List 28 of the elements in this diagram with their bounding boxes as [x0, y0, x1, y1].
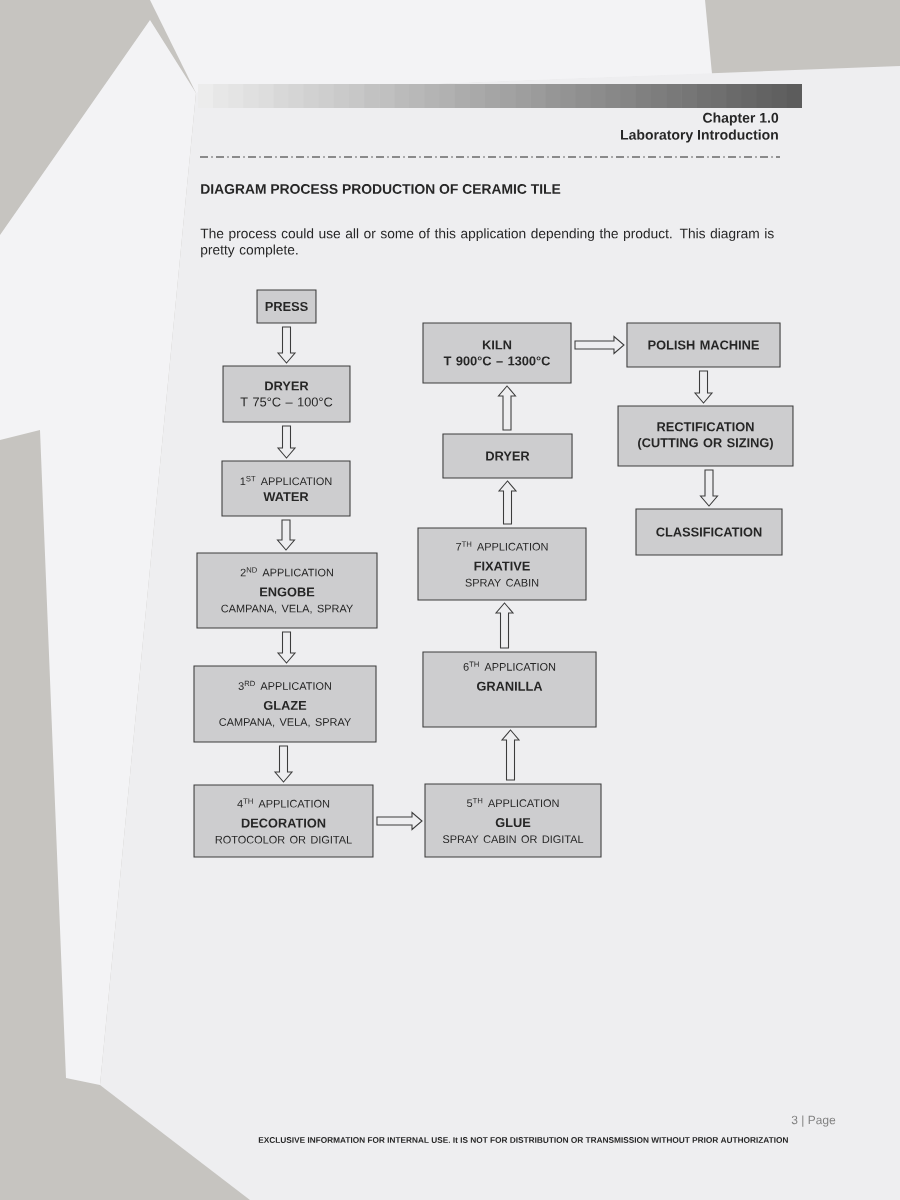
process-box: KILN T 900°C – 1300°C: [422, 322, 572, 384]
block-arrow: [276, 519, 296, 551]
process-box: 1$^{ST}$ APPLICATION WATER: [221, 460, 351, 517]
block-arrow: [699, 469, 719, 507]
block-arrow: [376, 811, 423, 831]
block-arrow: [574, 335, 625, 355]
process-box: RECTIFICATION (CUTTING OR SIZING): [617, 405, 794, 467]
process-box: POLISH MACHINE: [626, 322, 781, 368]
process-box: DRYER: [442, 433, 573, 479]
block-arrow: [497, 480, 518, 525]
block-arrow: [273, 745, 294, 783]
block-arrow: [276, 326, 297, 364]
section-label: Laboratory Introduction: [621, 129, 778, 143]
intro-text: The process could use all or some of this application depending the product. This diagram is pretty complete.: [200, 228, 774, 258]
block-arrow: [500, 729, 521, 781]
block-arrow: [497, 385, 517, 431]
process-box: CLASSIFICATION: [635, 508, 783, 556]
diagram-title: DIAGRAM PROCESS PRODUCTION OF CERAMIC TILE: [201, 184, 561, 194]
footer-notice: EXCLUSIVE INFORMATION FOR INTERNAL USE. It IS NOT FOR DISTRIBUTION OR TRANSMISSION WITHOUT PRIOR AUTHORIZATION: [258, 1137, 788, 1143]
process-box: PRESS: [256, 289, 317, 324]
block-arrow: [276, 631, 297, 664]
block-arrow: [693, 370, 714, 404]
process-box: DRYER T 75°C – 100°C: [222, 365, 351, 423]
block-arrow: [494, 602, 515, 649]
block-arrow: [276, 425, 297, 459]
process-box: 6$^{TH}$ APPLICATION GRANILLA: [422, 651, 597, 728]
chapter-label: Chapter 1.0: [703, 112, 779, 126]
page-number: 3 | Page: [791, 1115, 836, 1127]
